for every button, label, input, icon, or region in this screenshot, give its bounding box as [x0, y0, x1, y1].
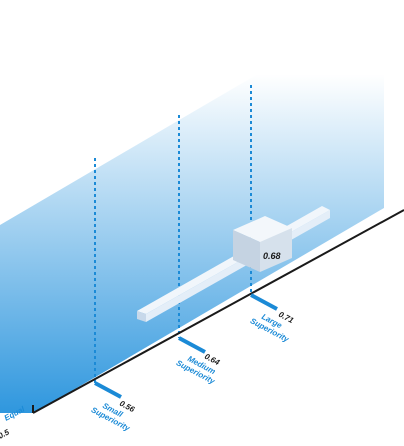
scale-axis: [32, 209, 404, 414]
box-front: [260, 228, 292, 272]
threshold-tick-small: [94, 381, 122, 399]
threshold-tick-medium: [178, 336, 206, 354]
baseline-value: 0.5: [0, 427, 11, 440]
background-gradient: [0, 0, 384, 413]
box-top: [233, 216, 292, 242]
box-side: [233, 230, 260, 272]
effect-value-label: 0.68: [263, 251, 281, 261]
interval-bar-end: [137, 311, 146, 322]
point-estimate-box: 0.68: [233, 216, 292, 272]
threshold-tick-large: [250, 293, 278, 311]
baseline-value-group: 0.5: [0, 427, 11, 440]
